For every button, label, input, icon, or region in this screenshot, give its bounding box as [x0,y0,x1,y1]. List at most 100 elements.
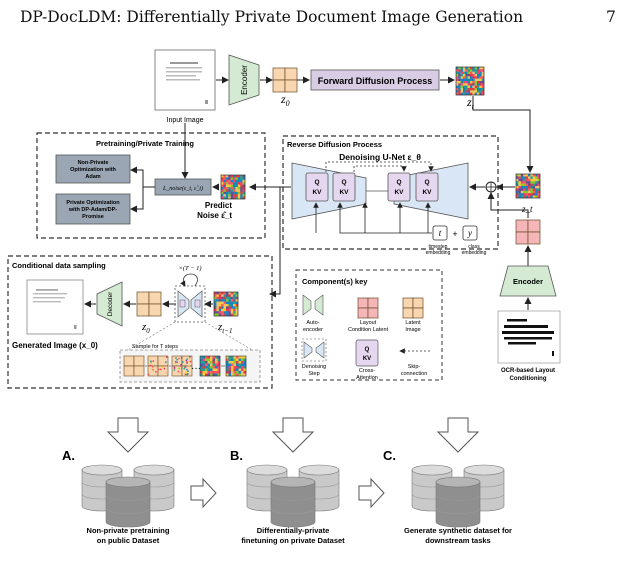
key-denoise-line-2: Step [308,371,319,377]
stage-a-letter: A. [62,448,75,463]
decoder-label: Decoder [107,291,114,316]
timestep-label-1: timestep [429,244,448,250]
private-line-1: Private Optimization [66,200,120,206]
input-image [154,49,216,111]
stage-c-letter: C. [383,448,396,463]
ocr-label-2: Conditioning [510,376,547,382]
svg-text:Q: Q [424,179,429,186]
arrow-a-to-b [190,477,217,509]
key-denoising-icon [301,338,327,362]
forward-diffusion-label: Forward Diffusion Process [318,76,433,86]
nonprivate-line-2: Optimization with [70,167,116,173]
denoising-step-sampling [177,290,203,318]
class-label-2: embedding [462,250,487,256]
repeat-label: ×(T − 1) [178,265,201,272]
noisy-latent-zt-right [515,173,541,199]
unet-label: Denoising U-Net ε_θ [339,152,421,162]
key-cross-attention-icon: Q KV [355,339,379,367]
zt-right-label: z_t [521,204,533,214]
sequence-dots: ··· [191,363,201,374]
key-title: Component(s) key [302,277,368,286]
latent-z0-top [272,67,298,93]
sampling-panel [7,255,273,389]
stage-b-database-icon [246,417,340,528]
z0-sampling-label: z0 [141,321,150,335]
stage-c-database-icon [411,417,505,528]
sample-sequence [123,355,247,377]
arrow-b-to-c [358,477,385,509]
svg-text:KV: KV [394,189,404,196]
key-layout-latent-icon [357,297,379,319]
stage-c-caption-1: Generate synthetic dataset for [404,526,512,535]
sample-steps-label: Sample for T steps [132,344,178,350]
zt1-label: zt−1 [217,321,232,335]
ocr-label-1: OCR-based Layout [501,368,555,374]
encoder-condition-label: Encoder [513,277,543,286]
key-latent-image-icon [402,297,424,319]
component-key-panel [295,269,443,381]
stage-b-letter: B. [230,448,243,463]
generated-image-label: Generated Image (x_0) [12,341,98,350]
predicted-noise [220,174,246,200]
plus-symbol: + [452,229,457,239]
sampling-title: Conditional data sampling [12,261,106,270]
key-denoise-line-1: Denoising [302,364,326,370]
input-image-label: Input Image [167,117,204,124]
stage-b-caption-1: Differentially-private [257,526,330,535]
class-label-1: class [468,244,480,250]
noisy-latent-zt-top [455,66,485,96]
key-autoencoder-line-2: encoder [303,327,323,333]
header-title: DP-DocLDM: Differentially Private Docume… [20,8,524,26]
stage-c-caption-2: downstream tasks [425,536,490,545]
svg-text:Q: Q [365,347,370,353]
decoder [96,281,123,327]
private-line-2: with DP-Adam/DP- [68,207,117,213]
private-box [55,193,131,225]
svg-text:KV: KV [312,189,322,196]
stage-a-caption-2: on public Dataset [97,536,160,545]
key-skip-line-2: connection [401,371,428,377]
page-number: 7 [606,8,616,26]
reverse-panel [282,135,499,250]
key-latent-line-2: Image [405,327,420,333]
key-autoencoder-icon [302,294,324,316]
svg-text:KV: KV [422,189,432,196]
reverse-title: Reverse Diffusion Process [287,140,382,149]
stage-a-database-icon [81,417,175,528]
predict-noise-line-1: Predict [205,201,232,210]
key-skip-line-1: Skip- [408,364,421,370]
generated-image [26,279,84,335]
loss-label: L_noise(ε_t, ε̂_t) [162,185,203,192]
svg-text:Q: Q [314,179,319,186]
encoder-top: Encoder [228,54,260,106]
qkv-block-2: Q KV [332,172,356,202]
layout-condition-latent [515,219,541,245]
key-layout-line-1: Layout [360,320,377,326]
qkv-block-1: Q KV [305,172,329,202]
predict-noise-line-2: Noise ε̂_t [197,211,232,220]
training-title: Pretraining/Private Training [96,139,194,148]
nonprivate-box [55,154,131,184]
training-panel [36,132,266,239]
z0-top-label: z0 [280,92,290,108]
class-symbol: y [467,228,472,238]
encoder-top-label: Encoder [240,65,249,95]
key-cross-line-2: Attention [356,375,378,381]
ocr-layout-image [497,310,561,364]
key-layout-line-2: Condition Latent [348,327,389,333]
svg-text:KV: KV [339,189,349,196]
private-line-3: Promise [82,214,104,220]
timestep-label-2: embedding [426,250,451,256]
key-latent-line-1: Latent [405,320,421,326]
class-box [462,225,478,241]
qkv-block-4: Q KV [415,172,439,202]
latent-z0-sampling [136,291,162,317]
timestep-box [432,225,448,241]
stage-b-caption-2: finetuning on private Dataset [241,536,345,545]
stage-a-caption-1: Non-private pretraining [87,526,170,535]
svg-text:KV: KV [363,356,371,362]
noisy-latent-zt1 [213,291,239,317]
forward-diffusion-box [310,69,440,91]
key-cross-line-1: Cross- [359,368,375,374]
